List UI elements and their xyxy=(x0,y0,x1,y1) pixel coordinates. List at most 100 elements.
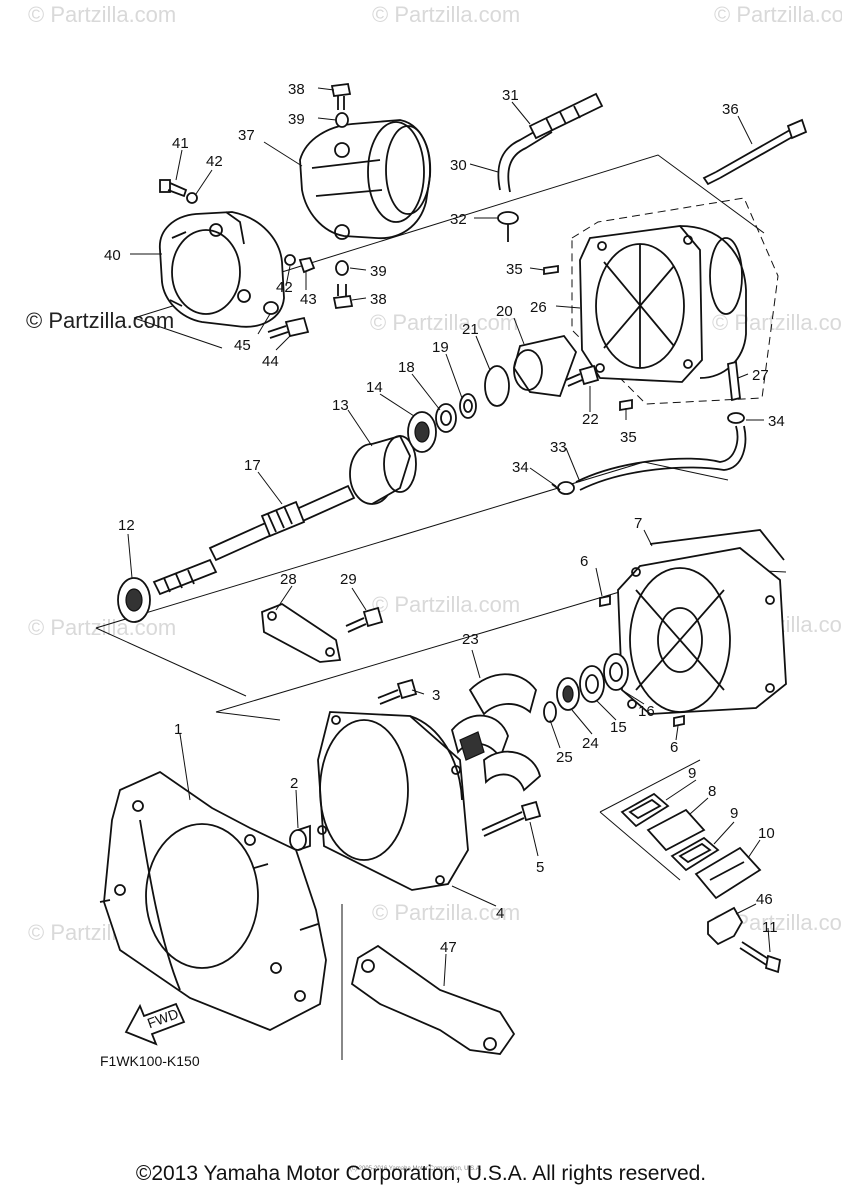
callout-39: 39 xyxy=(370,263,387,280)
part-29-bolt xyxy=(345,606,384,633)
part-16-seal xyxy=(603,653,629,691)
callout-38: 38 xyxy=(288,81,305,98)
callout-6: 6 xyxy=(580,553,588,570)
callout-27: 27 xyxy=(752,367,769,384)
part-5-bolt xyxy=(481,800,542,837)
callout-31: 31 xyxy=(502,87,519,104)
part-47-ride-plate-bracket xyxy=(350,944,516,1055)
callout-6: 6 xyxy=(670,739,678,756)
callout-14: 14 xyxy=(366,379,383,396)
callout-30: 30 xyxy=(450,157,467,174)
part-1-mounting-plate xyxy=(99,770,327,1031)
part-18-seal xyxy=(435,403,457,433)
callout-10: 10 xyxy=(758,825,775,842)
part-8-valve xyxy=(646,808,706,852)
part-21-o-ring xyxy=(484,365,510,407)
part-15-bearing xyxy=(579,665,605,703)
part-11-bolt xyxy=(739,941,782,974)
watermark: © Partzilla.com xyxy=(372,592,520,617)
part-39-collar xyxy=(335,112,349,128)
part-33-hose xyxy=(575,425,747,491)
callout-35: 35 xyxy=(506,261,523,278)
part-39-collar xyxy=(335,260,349,276)
callout-17: 17 xyxy=(244,457,261,474)
partzilla-watermark: © Partzilla.com xyxy=(26,308,174,333)
callout-41: 41 xyxy=(172,135,189,152)
part-34-clamp-lower xyxy=(551,481,575,495)
callout-1: 1 xyxy=(174,721,182,738)
part-31-hose-fitting xyxy=(528,92,604,140)
part-26-pump-housing xyxy=(579,225,747,383)
part-2-collar xyxy=(289,824,311,851)
callout-22: 22 xyxy=(582,411,599,428)
callout-19: 19 xyxy=(432,339,449,356)
part-13-sleeve xyxy=(349,434,417,505)
watermark: © Partzilla.com xyxy=(712,310,842,335)
leader-lines xyxy=(127,87,771,987)
part-25-o-ring xyxy=(543,701,557,723)
part-35-pin xyxy=(619,398,633,412)
callout-36: 36 xyxy=(722,101,739,118)
callout-38: 38 xyxy=(370,291,387,308)
part-42-washer xyxy=(186,192,198,204)
part-34-clamp xyxy=(727,412,745,424)
callout-40: 40 xyxy=(104,247,121,264)
part-4-duct-housing xyxy=(317,711,469,891)
part-20-cap xyxy=(513,334,578,397)
callout-18: 18 xyxy=(398,359,415,376)
part-9-gasket xyxy=(620,792,670,828)
callout-20: 20 xyxy=(496,303,513,320)
part-37-housing-cap xyxy=(299,119,432,240)
part-17-drive-shaft xyxy=(152,484,356,596)
callout-29: 29 xyxy=(340,571,357,588)
part-45-collar xyxy=(263,301,279,315)
watermark: © Partzilla.com xyxy=(372,900,520,925)
part-38-bolt-top xyxy=(330,83,352,110)
diagram-code: F1WK100-K150 xyxy=(100,1053,200,1069)
fwd-arrow-icon: FWD xyxy=(124,1002,186,1046)
part-42-washer xyxy=(284,254,296,266)
part-6-pin xyxy=(673,714,685,728)
copyright-footer: ©2013 Yamaha Motor Corporation, U.S.A. A… xyxy=(135,1162,707,1185)
part-46-bracket xyxy=(707,906,744,946)
callout-44: 44 xyxy=(262,353,279,370)
part-36-long-bolt xyxy=(702,118,808,186)
part-44-bolt xyxy=(267,316,310,339)
watermark: © Partzilla.com xyxy=(28,615,176,640)
watermark: © Partzilla.com xyxy=(28,2,176,27)
part-9-gasket-2 xyxy=(670,836,720,872)
callout-21: 21 xyxy=(462,321,479,338)
callout-28: 28 xyxy=(280,571,297,588)
part-32-clamp xyxy=(497,211,519,225)
callout-39: 39 xyxy=(288,111,305,128)
callout-12: 12 xyxy=(118,517,135,534)
callout-45: 45 xyxy=(234,337,251,354)
callout-47: 47 xyxy=(440,939,457,956)
part-40-duct-housing xyxy=(159,211,285,328)
callout-32: 32 xyxy=(450,211,467,228)
part-6-pin xyxy=(599,594,611,608)
watermark: © Partzilla.com xyxy=(714,2,842,27)
tiny-copyright-notice: (c) 2005-2016 Yamaha Motor Corporation, … xyxy=(350,1166,482,1172)
callout-23: 23 xyxy=(462,631,479,648)
callout-43: 43 xyxy=(300,291,317,308)
callout-15: 15 xyxy=(610,719,627,736)
watermark: © Partzilla.com xyxy=(372,2,520,27)
part-28-bracket xyxy=(261,602,342,663)
part-14-bearing xyxy=(407,411,437,453)
callout-24: 24 xyxy=(582,735,599,752)
callout-42: 42 xyxy=(206,153,223,170)
callout-46: 46 xyxy=(756,891,773,908)
callout-9: 9 xyxy=(730,805,738,822)
part-30-hose xyxy=(497,123,553,193)
callout-26: 26 xyxy=(530,299,547,316)
callout-5: 5 xyxy=(536,859,544,876)
callout-13: 13 xyxy=(332,397,349,414)
callout-16: 16 xyxy=(638,703,655,720)
part-41-bolt xyxy=(159,179,188,198)
part-10-cover xyxy=(694,846,762,900)
part-7-stator-housing xyxy=(617,529,787,715)
callout-25: 25 xyxy=(556,749,573,766)
callout-37: 37 xyxy=(238,127,255,144)
